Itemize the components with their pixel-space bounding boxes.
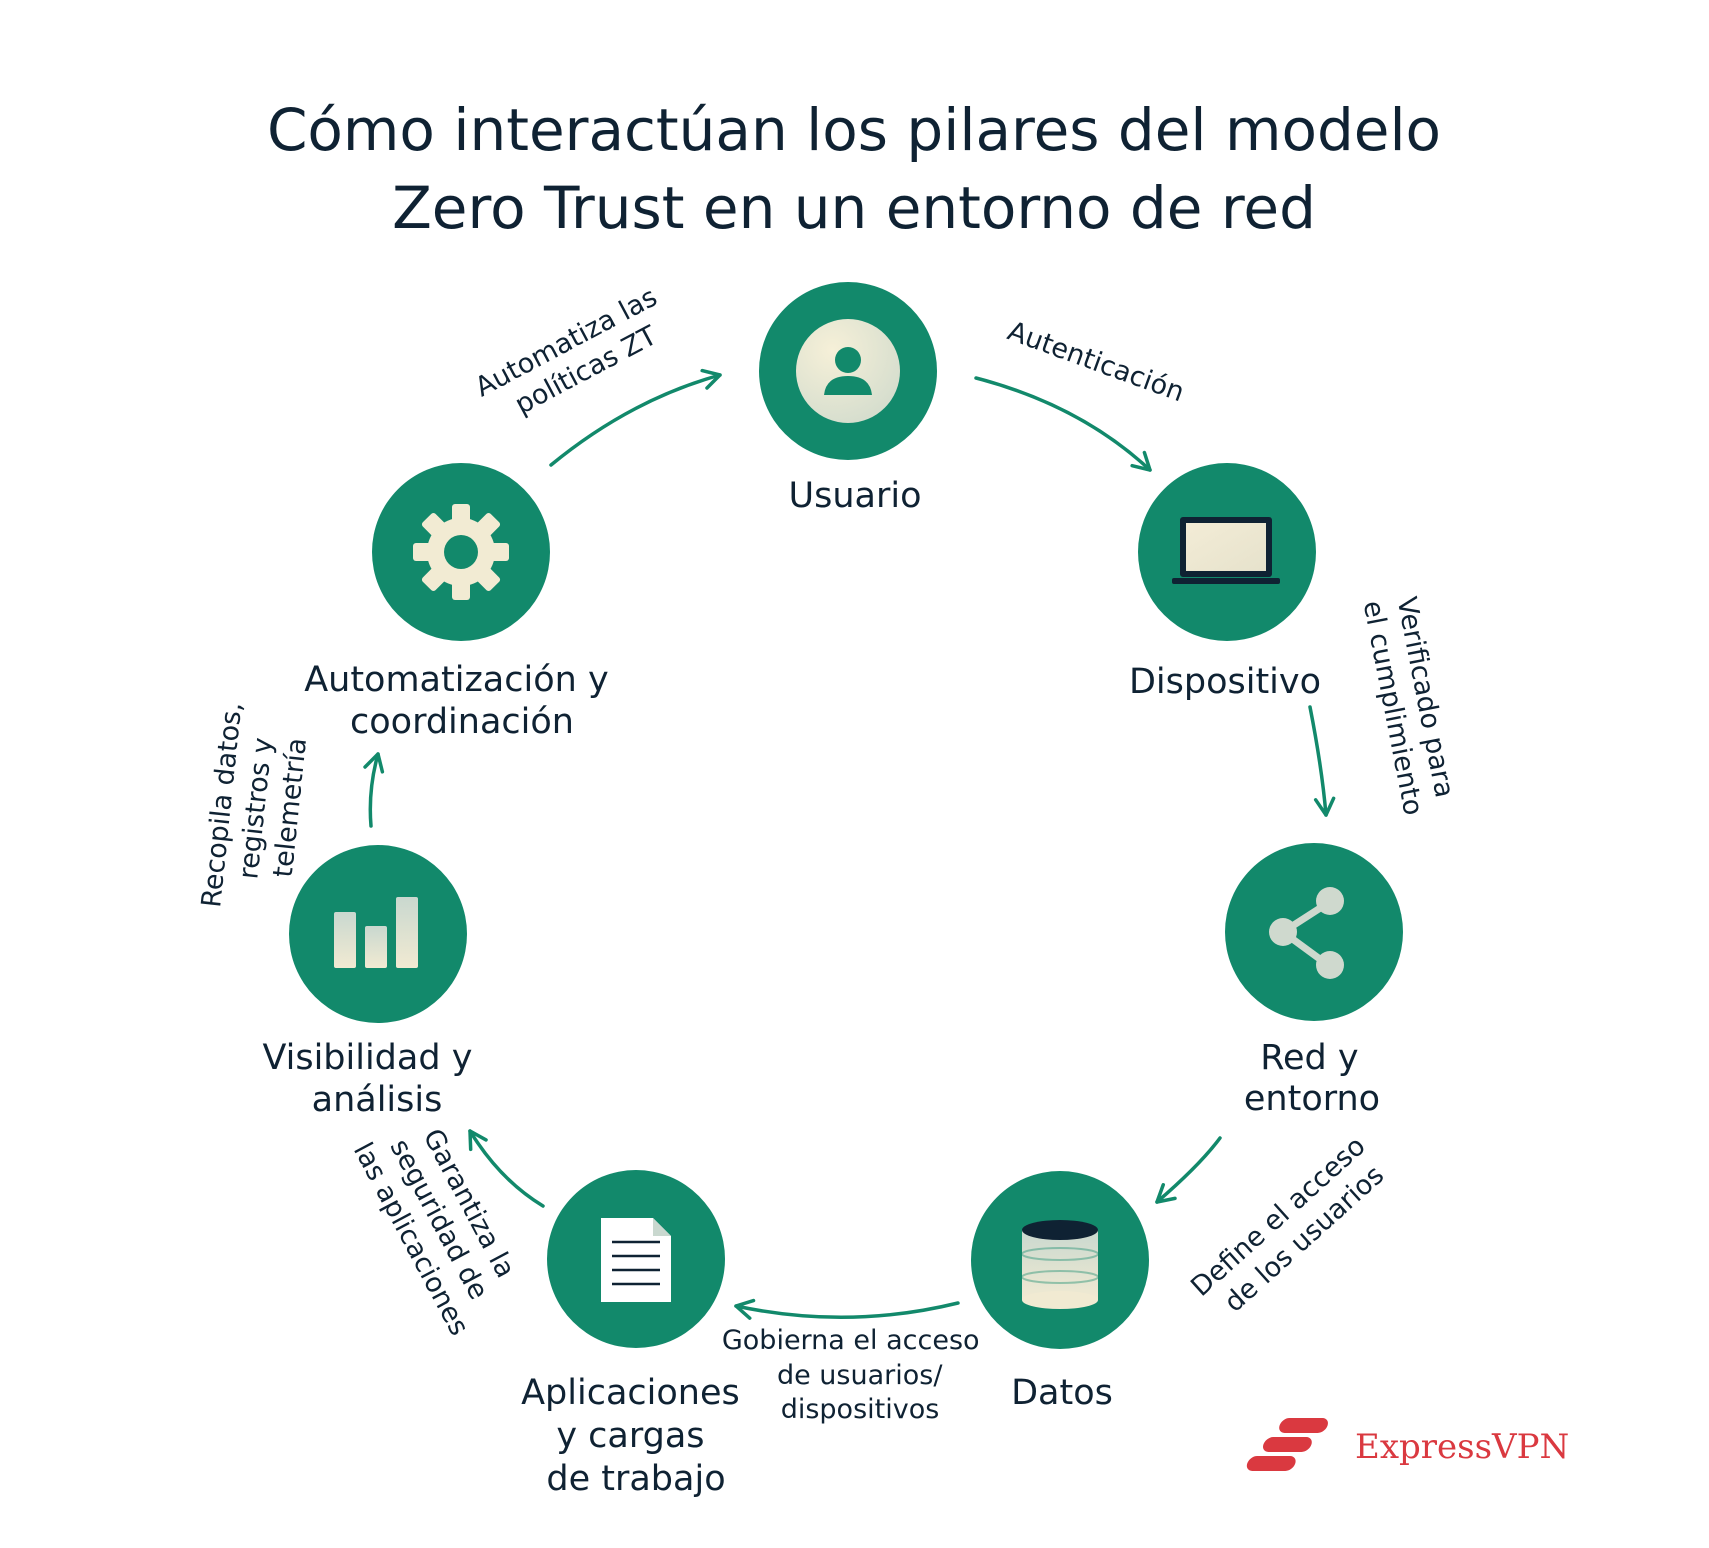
share-network-icon	[1269, 887, 1344, 979]
edge-label-gobierna-acceso: Gobierna el acceso de usuarios/ disposit…	[722, 1325, 988, 1425]
edge-label-recopila-datos: Recopila datos, registros y telemetría	[196, 692, 317, 916]
node-label: Aplicaciones y cargas de trabajo	[521, 1373, 751, 1499]
edge-label-garantiza-seguridad: Garantiza la seguridad de las aplicacion…	[347, 1106, 535, 1341]
database-icon	[1021, 1220, 1099, 1309]
node-dispositivo: Dispositivo	[1129, 463, 1321, 702]
node-label-line: Usuario	[788, 476, 921, 516]
node-label: Usuario	[788, 476, 921, 516]
arrow-aplicaciones-visibilidad	[468, 1129, 545, 1208]
node-label-line: Red y	[1260, 1038, 1358, 1078]
node-label-line: Automatización y	[304, 660, 608, 700]
node-automatizacion: Automatización y coordinación	[304, 463, 620, 742]
edge-label-line: de usuarios/	[777, 1360, 943, 1391]
user-icon	[796, 319, 900, 423]
node-label-line: de trabajo	[546, 1459, 725, 1499]
title-line-2: Zero Trust en un entorno de red	[392, 174, 1316, 242]
laptop-icon	[1172, 517, 1280, 584]
node-label-line: análisis	[312, 1080, 443, 1120]
expressvpn-logo-icon	[1246, 1418, 1328, 1471]
edge-label-verificado: Verificado para el cumplimiento	[1357, 592, 1462, 818]
edge-label-line: dispositivos	[781, 1394, 940, 1425]
bar-chart-icon	[334, 897, 418, 968]
node-visibilidad: Visibilidad y análisis	[262, 845, 483, 1120]
node-usuario: Usuario	[759, 282, 937, 516]
brand-logo: ExpressVPN	[1246, 1418, 1569, 1471]
node-label: Visibilidad y análisis	[262, 1038, 483, 1120]
node-datos: Datos	[971, 1171, 1149, 1413]
title-line-1: Cómo interactúan los pilares del modelo	[267, 96, 1441, 164]
node-label-line: Aplicaciones	[521, 1373, 740, 1413]
arrow-usuario-dispositivo	[974, 376, 1152, 472]
arrow-visibilidad-automatizacion	[363, 752, 385, 828]
node-label: Red y entorno	[1244, 1038, 1380, 1119]
node-label-line: Datos	[1011, 1373, 1113, 1413]
node-label: Dispositivo	[1129, 662, 1321, 702]
node-label-line: entorno	[1244, 1079, 1380, 1119]
edge-label-define-acceso: Define el acceso de los usuarios	[1185, 1125, 1400, 1328]
node-label: Automatización y coordinación	[304, 660, 620, 742]
node-label: Datos	[1011, 1373, 1113, 1413]
document-icon	[601, 1218, 671, 1302]
edge-arrows	[363, 368, 1336, 1320]
arrow-dispositivo-red	[1308, 705, 1336, 817]
node-label-line: Visibilidad y	[262, 1038, 472, 1078]
gear-icon	[413, 504, 509, 600]
node-red-entorno: Red y entorno	[1225, 843, 1403, 1119]
node-label-line: Dispositivo	[1129, 662, 1321, 702]
node-aplicaciones: Aplicaciones y cargas de trabajo	[521, 1170, 751, 1499]
edge-label-automatiza-politicas: Automatiza las políticas ZT	[470, 278, 686, 434]
arrow-automatizacion-usuario	[549, 368, 722, 467]
node-label-line: y cargas	[556, 1416, 704, 1456]
arrow-datos-aplicaciones	[734, 1298, 960, 1320]
node-label-line: coordinación	[350, 702, 574, 742]
brand-name: ExpressVPN	[1355, 1427, 1569, 1467]
edge-label-line: Gobierna el acceso	[722, 1325, 980, 1356]
arrow-red-datos	[1155, 1136, 1222, 1204]
